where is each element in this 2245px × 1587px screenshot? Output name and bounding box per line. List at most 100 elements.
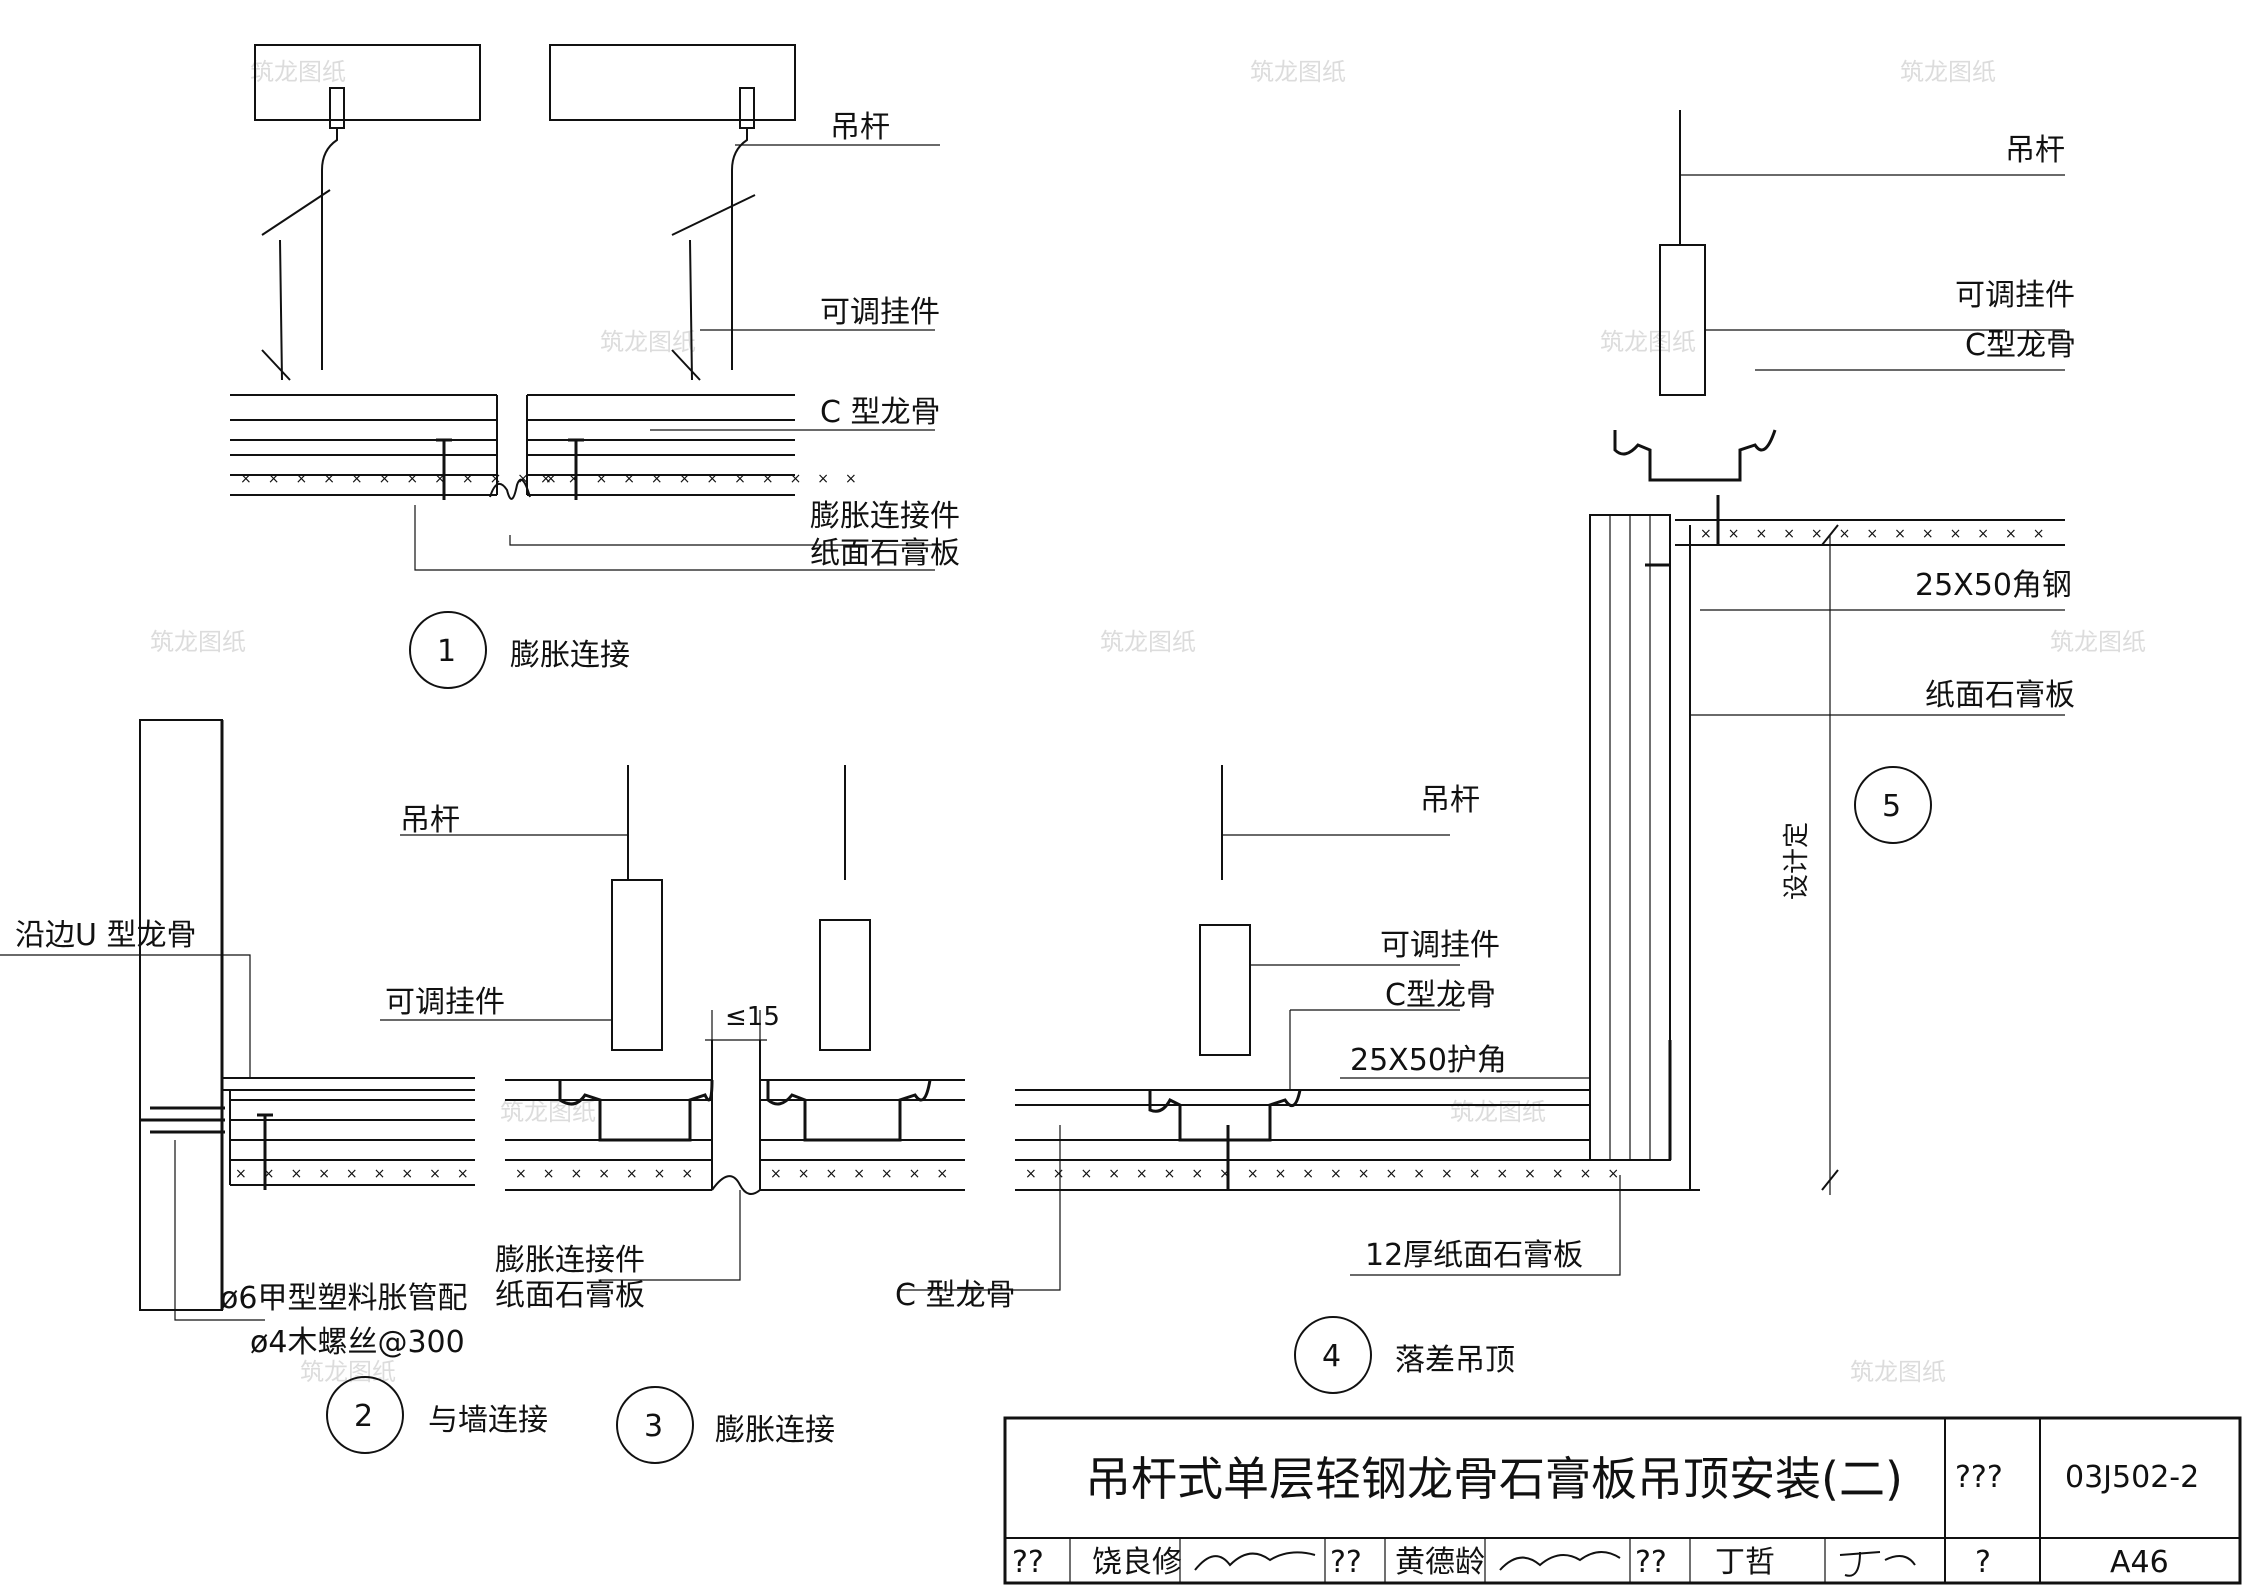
detail-number-circle — [616, 1386, 694, 1464]
detail-number-circle — [326, 1376, 404, 1454]
expansion-bolt — [739, 87, 755, 129]
label-gypsum-board: 纸面石膏板 — [810, 536, 960, 571]
detail-number: 3 — [644, 1409, 663, 1444]
drafter-name: 丁哲 — [1715, 1545, 1775, 1580]
designer-name: 饶良修 — [1092, 1545, 1182, 1580]
reviewer-name: 黄德龄 — [1395, 1545, 1485, 1580]
detail-number: 5 — [1882, 789, 1901, 824]
hanger-rod — [731, 128, 748, 370]
watermark-text: 筑龙图纸 — [1600, 328, 1696, 356]
watermark-text: 筑龙图纸 — [2050, 628, 2146, 656]
watermark-text: 筑龙图纸 — [1850, 1358, 1946, 1386]
detail-number: 4 — [1322, 1339, 1341, 1374]
c-keel — [766, 1079, 932, 1142]
watermark-text: 筑龙图纸 — [250, 58, 346, 86]
keel-layers — [230, 1099, 475, 1186]
svg-text:××××××××××××××××××××××: ×××××××××××××××××××××× — [1025, 1166, 1635, 1182]
c-keel — [1613, 429, 1777, 482]
svg-text:××××××××××××: ×××××××××××× — [540, 471, 873, 487]
label-screw: ø4木螺丝@300 — [250, 1325, 465, 1360]
detail-caption: 与墙连接 — [428, 1403, 548, 1438]
wall — [139, 719, 223, 1311]
detail-caption: 落差吊顶 — [1395, 1343, 1515, 1378]
label-dimension: 设计定 — [1782, 822, 1812, 900]
watermark-text: 筑龙图纸 — [1450, 1098, 1546, 1126]
atlas-label: ??? — [1955, 1460, 2003, 1495]
screw — [568, 438, 584, 500]
adjustable-hanger — [611, 879, 663, 1051]
wood-screw — [257, 1113, 273, 1190]
detail-1: ×××××××××××× ×××××××××××× 吊杆 可调挂件 C 型龙骨 … — [230, 44, 960, 689]
label-hanger: 可调挂件 — [1955, 278, 2075, 313]
label-rod: 吊杆 — [400, 803, 460, 838]
c-keel-layers — [527, 394, 795, 496]
svg-text:×××××××××××××: ××××××××××××× — [1700, 526, 2061, 542]
label-anchor: ø6甲型塑料胀管配 — [220, 1281, 467, 1316]
svg-text:×××××××××: ××××××××× — [235, 1166, 485, 1182]
label-hanger: 可调挂件 — [820, 295, 940, 330]
watermark-text: 筑龙图纸 — [500, 1098, 596, 1126]
page-label: ? — [1975, 1545, 1991, 1580]
signature — [1499, 1551, 1621, 1571]
svg-text:×××××××: ××××××× — [770, 1166, 964, 1182]
plastic-anchor — [140, 1106, 225, 1134]
signature — [1839, 1551, 1916, 1577]
watermark-text: 筑龙图纸 — [1900, 58, 1996, 86]
detail-2-3: ××××××××× ××××××× ××××××× ≤15 吊杆 可调挂件 沿边… — [0, 719, 965, 1464]
c-keel-layers — [230, 394, 497, 496]
svg-text:××××××××××××: ×××××××××××× — [240, 471, 573, 487]
watermark-text: 筑龙图纸 — [600, 328, 696, 356]
label-gap: ≤15 — [725, 1002, 780, 1032]
drawing-title: 吊杆式单层轻钢龙骨石膏板吊顶安装(二) — [1085, 1452, 1903, 1506]
edge-u-keel — [222, 1077, 475, 1185]
concrete-slab-right — [549, 44, 796, 121]
label-u-keel: 沿边U 型龙骨 — [15, 918, 197, 953]
adjustable-hanger — [261, 189, 331, 381]
label-hanger: 可调挂件 — [385, 985, 505, 1020]
title-cell: ?? — [1012, 1545, 1044, 1580]
label-c-keel: C 型龙骨 — [895, 1278, 1015, 1313]
label-gypsum-board: 纸面石膏板 — [1925, 678, 2075, 713]
detail-4-5: ×××××××××××××××××××××× ××××××××××××× 设计定… — [895, 110, 2076, 1394]
concrete-slab-left — [254, 44, 481, 121]
detail-caption: 膨胀连接 — [715, 1413, 835, 1448]
watermark-text: 筑龙图纸 — [150, 628, 246, 656]
detail-number-circle — [1854, 766, 1932, 844]
title-block: 吊杆式单层轻钢龙骨石膏板吊顶安装(二) ??? 03J502-2 ? A46 ?… — [1003, 1416, 2242, 1585]
title-cell: ?? — [1330, 1545, 1362, 1580]
label-c-keel: C型龙骨 — [1385, 978, 1496, 1013]
expansion-bolt — [329, 87, 345, 129]
label-rod: 吊杆 — [830, 110, 890, 145]
c-keel — [558, 1079, 714, 1142]
adjustable-hanger — [819, 919, 871, 1051]
watermark-text: 筑龙图纸 — [1250, 58, 1346, 86]
expansion-joint — [711, 1175, 761, 1195]
upper-ceiling-layers — [1675, 519, 2065, 546]
c-keel — [1148, 1089, 1302, 1142]
screw — [436, 438, 452, 500]
watermark-layer: 筑龙图纸 筑龙图纸 筑龙图纸 筑龙图纸 筑龙图纸 筑龙图纸 筑龙图纸 筑龙图纸 … — [150, 58, 2146, 1386]
title-cell: ?? — [1635, 1545, 1667, 1580]
label-c-keel: C 型龙骨 — [820, 395, 940, 430]
detail-number: 2 — [354, 1399, 373, 1434]
label-angle-steel: 25X50角钢 — [1915, 568, 2072, 603]
page-number: A46 — [2110, 1545, 2169, 1580]
svg-text:×××××××: ××××××× — [515, 1166, 709, 1182]
signature — [1194, 1551, 1316, 1571]
label-gypsum-board: 纸面石膏板 — [495, 1278, 645, 1313]
adjustable-hanger — [1199, 924, 1251, 1056]
adjustable-hanger — [1659, 244, 1706, 396]
lower-ceiling-layers — [1015, 1089, 1700, 1191]
detail-number-circle — [1294, 1316, 1372, 1394]
label-rod: 吊杆 — [2005, 133, 2065, 168]
label-board-12: 12厚纸面石膏板 — [1365, 1238, 1583, 1273]
detail-number-circle — [409, 611, 487, 689]
watermark-text: 筑龙图纸 — [1100, 628, 1196, 656]
label-c-keel: C型龙骨 — [1965, 328, 2076, 363]
label-rod: 吊杆 — [1420, 783, 1480, 818]
label-corner-guard: 25X50护角 — [1350, 1043, 1507, 1078]
label-hanger: 可调挂件 — [1380, 928, 1500, 963]
expansion-joint — [489, 478, 531, 500]
detail-number: 1 — [437, 634, 456, 669]
